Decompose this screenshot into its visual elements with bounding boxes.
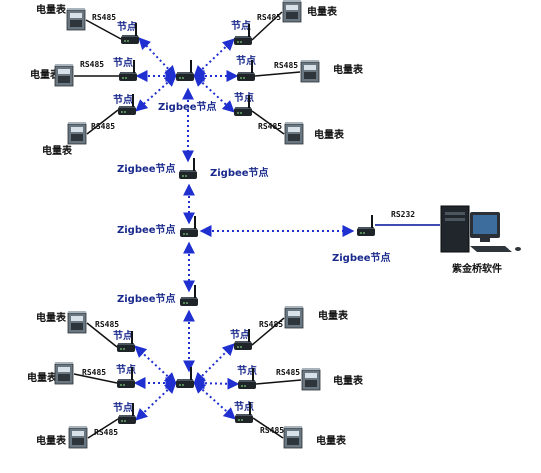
rs485-label-bottom-lowleft: RS485 bbox=[94, 428, 118, 437]
links-layer bbox=[133, 37, 355, 421]
bottom-hub-router-icon bbox=[176, 367, 194, 388]
desktop-computer-icon bbox=[440, 205, 521, 253]
node-label-top-left: 节点 bbox=[117, 20, 137, 33]
meter-label-bottom-lowleft: 电量表 bbox=[36, 434, 67, 447]
coordinator-router-icon bbox=[357, 215, 375, 236]
node-label-bottom-right: 节点 bbox=[230, 328, 250, 341]
top-meter-left-icon bbox=[66, 7, 86, 31]
bottom-meter-lowleft-icon bbox=[68, 425, 88, 449]
top-link-right bbox=[193, 38, 235, 78]
bottom-link-left bbox=[134, 345, 177, 385]
meter-label-top-left: 电量表 bbox=[36, 3, 67, 16]
zigbee-node-label-coordinator: Zigbee节点 bbox=[332, 251, 391, 264]
rs485-label-bottom-lowright: RS485 bbox=[260, 426, 284, 435]
zigbee-node-label-relay-left: Zigbee节点 bbox=[117, 162, 176, 175]
top-meter-right-icon bbox=[282, 0, 302, 23]
node-label-top-lowleft: 节点 bbox=[113, 93, 133, 106]
meter-label-bottom-lowright: 电量表 bbox=[316, 434, 347, 447]
rs485-label-top-midleft: RS485 bbox=[80, 60, 104, 69]
node-label-bottom-lowleft: 节点 bbox=[113, 401, 133, 414]
rs485-label-top-left: RS485 bbox=[92, 13, 116, 22]
node-label-bottom-left: 节点 bbox=[113, 329, 133, 342]
zigbee-node-label-lower-relay: Zigbee节点 bbox=[117, 292, 176, 305]
top-link-lowleft bbox=[135, 74, 177, 112]
meter-label-top-lowleft: 电量表 bbox=[42, 144, 73, 157]
bottom-link-lowright bbox=[193, 381, 236, 420]
bottom-link-right bbox=[193, 343, 235, 385]
meter-label-bottom-left: 电量表 bbox=[36, 311, 67, 324]
meter-label-top-lowright: 电量表 bbox=[314, 128, 345, 141]
bottom-rs485-wire-midleft bbox=[73, 373, 118, 384]
meter-label-top-midleft: 电量表 bbox=[30, 68, 61, 81]
top-hub-router-icon bbox=[176, 60, 194, 81]
bottom-rs485-wire-left bbox=[86, 322, 118, 348]
rs485-label-top-midright: RS485 bbox=[274, 61, 298, 70]
rs485-label-bottom-right: RS485 bbox=[259, 320, 283, 329]
bottom-meter-left-icon bbox=[67, 310, 87, 334]
bottom-rs485-wire-right bbox=[251, 317, 285, 346]
rs485-label-top-lowleft: RS485 bbox=[91, 122, 115, 131]
relay-lower-router-icon bbox=[180, 285, 198, 306]
bottom-meter-right-icon bbox=[284, 305, 304, 329]
rs485-label-top-right: RS485 bbox=[257, 13, 281, 22]
wires-layer bbox=[73, 11, 440, 439]
top-meter-lowleft-icon bbox=[67, 121, 87, 145]
top-rs485-wire-left bbox=[85, 19, 122, 40]
rs232-label: RS232 bbox=[391, 210, 415, 219]
top-rs485-wire-lowright bbox=[251, 110, 285, 135]
node-label-top-midleft: 节点 bbox=[113, 56, 133, 69]
meter-label-top-right: 电量表 bbox=[307, 5, 338, 18]
relay-upper-router-icon bbox=[179, 158, 197, 179]
top-meter-midleft-icon bbox=[54, 63, 74, 87]
top-link-left bbox=[138, 37, 177, 78]
node-label-top-lowright: 节点 bbox=[234, 91, 254, 104]
top-meter-lowright-icon bbox=[284, 121, 304, 145]
bottom-rs485-wire-lowright bbox=[252, 417, 284, 439]
meter-label-bottom-midright: 电量表 bbox=[333, 374, 364, 387]
relay-middle-router-icon bbox=[180, 216, 198, 237]
meter-label-top-midright: 电量表 bbox=[333, 63, 364, 76]
meter-label-bottom-midleft: 电量表 bbox=[27, 371, 58, 384]
bottom-meter-lowright-icon bbox=[283, 425, 303, 449]
top-meter-midright-icon bbox=[300, 59, 320, 83]
top-link-lowright bbox=[193, 74, 235, 113]
rs485-label-bottom-midleft: RS485 bbox=[82, 368, 106, 377]
bottom-meter-midright-icon bbox=[301, 367, 321, 391]
zigbee-node-label-relay-right: Zigbee节点 bbox=[210, 166, 269, 179]
rs485-label-bottom-left: RS485 bbox=[95, 320, 119, 329]
meter-label-bottom-right: 电量表 bbox=[318, 309, 349, 322]
bottom-link-midright bbox=[192, 377, 240, 390]
zigbee-node-label-top-hub: Zigbee节点 bbox=[158, 100, 217, 113]
bottom-link-lowleft bbox=[135, 381, 177, 421]
top-rs485-wire-right bbox=[251, 11, 283, 41]
software-label: 紫金桥软件 bbox=[452, 262, 502, 275]
bottom-meter-midleft-icon bbox=[54, 361, 74, 385]
rs485-label-bottom-midright: RS485 bbox=[276, 368, 300, 377]
bottom-rs485-wire-midright bbox=[255, 379, 302, 385]
bottom-rs485-wire-lowleft bbox=[87, 418, 119, 439]
zigbee-node-label-middle: Zigbee节点 bbox=[117, 223, 176, 236]
rs485-label-top-lowright: RS485 bbox=[258, 122, 282, 131]
top-rs485-wire-midright bbox=[254, 71, 301, 77]
top-rs485-wire-lowleft bbox=[86, 109, 119, 135]
node-label-top-right: 节点 bbox=[231, 19, 251, 32]
